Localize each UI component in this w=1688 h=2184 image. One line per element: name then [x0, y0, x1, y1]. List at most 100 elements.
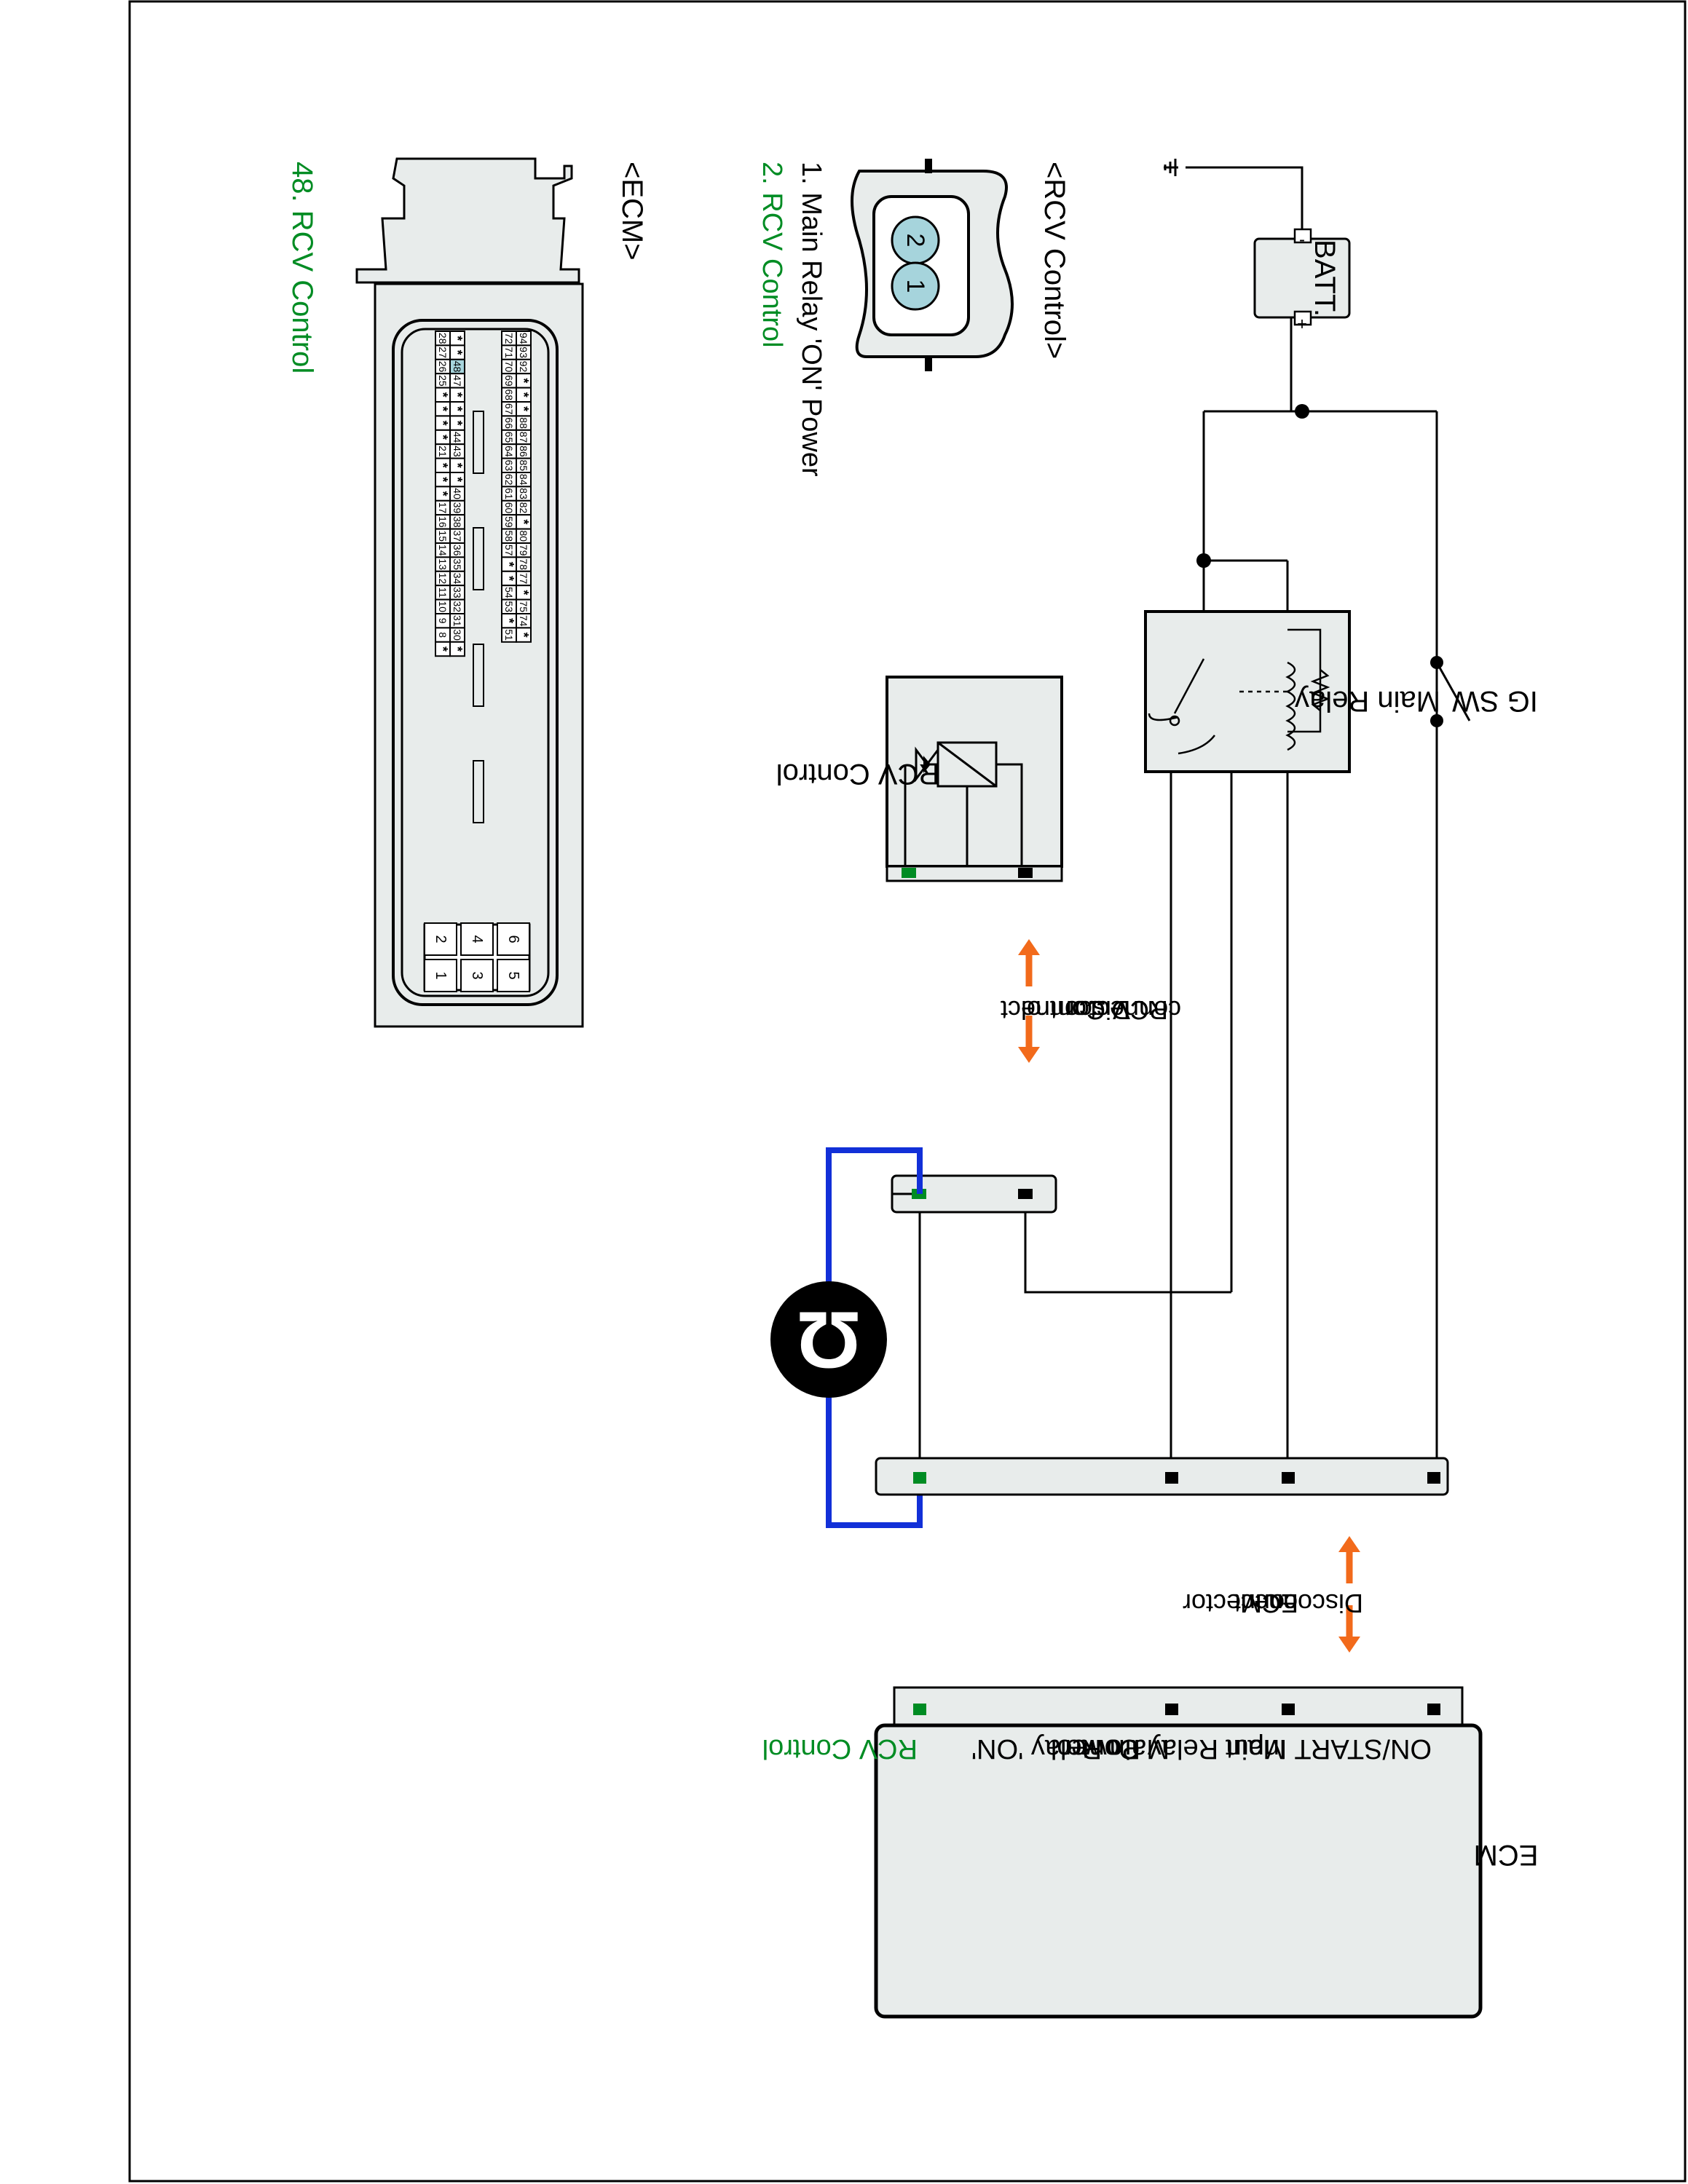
- rcv-connector-face: [851, 159, 1014, 371]
- ecm-pin-label: 26: [437, 361, 449, 373]
- ecm-pin-label: 57: [503, 545, 515, 556]
- ecm-connector-title: <ECM>: [616, 162, 648, 261]
- ecm-pin-label: 8: [437, 632, 449, 638]
- ecm-pin-label: 38: [451, 516, 463, 528]
- ecm-pin-label: *: [516, 590, 531, 595]
- ecm-pin-label: 47: [451, 375, 463, 387]
- ecm-pin-label: 30: [451, 629, 463, 641]
- ecm-power-pin-label: 2: [433, 935, 449, 943]
- ecm-pin-label: *: [435, 435, 450, 440]
- ecm-pin-label: 13: [437, 558, 449, 570]
- ecm-connector-face: [355, 157, 584, 1028]
- ecm-power-pin-label: 3: [469, 971, 485, 979]
- disconnect-ecm-line2: ECM: [1240, 1588, 1298, 1618]
- ecm-harness-connector: [875, 1457, 1449, 1496]
- ecm-pin-label: 48: [451, 361, 463, 373]
- ecm-power-pin-cell: [497, 959, 530, 992]
- ecm-pin-label: 63: [503, 460, 515, 472]
- ohm-symbol: Ω: [797, 1295, 861, 1385]
- ecm-pin-main-relay-on-line2: Power: [1062, 1733, 1140, 1764]
- ecm-pin-label: 37: [451, 531, 463, 542]
- rcv-pin-green: [902, 868, 916, 878]
- ecm-pin-label: *: [435, 477, 450, 482]
- ecm-pin-label: 25: [437, 375, 449, 387]
- ecm-pin-label: *: [502, 618, 516, 623]
- ecm-pin-label: *: [435, 463, 450, 468]
- ecm-pin-label: 84: [518, 474, 529, 486]
- ecm-pin-label: *: [450, 392, 465, 397]
- ecm-pin-label: 28: [437, 333, 449, 344]
- ecm-pin-label: 69: [503, 375, 515, 387]
- ecm-pin-label: 79: [518, 545, 529, 556]
- ecm-pin-label: 72: [503, 333, 515, 344]
- ecm-pin-label: 58: [503, 531, 515, 542]
- ecm-pin-rcv-control: RCV Control: [762, 1733, 918, 1764]
- rcv-connector-title: <RCV Control>: [1038, 162, 1070, 359]
- schematic: BATT. - + IG SW Main Relay: [762, 159, 1538, 2019]
- ecm-pin-label: *: [450, 421, 465, 426]
- ecm-pin-label: *: [435, 406, 450, 411]
- ecm-pin-label: *: [435, 392, 450, 397]
- main-relay: [1144, 610, 1351, 773]
- ecm-pin-label: 15: [437, 531, 449, 542]
- ecm-pin-main-relay-on-line1: Main Relay 'ON': [971, 1733, 1170, 1764]
- rcv-harness-connector: [891, 1174, 1057, 1214]
- ig-switch-label: IG SW: [1452, 685, 1538, 717]
- ecm-power-pin-cell: [497, 922, 530, 956]
- ecm-box: [874, 1686, 1483, 2019]
- ecm-pin-label: *: [502, 562, 516, 567]
- ecm-pin-label: *: [435, 646, 450, 652]
- ecm-pin-label: 82: [518, 502, 529, 514]
- ecm-pin-label: *: [516, 378, 531, 383]
- ecm-pin-label: 39: [451, 502, 463, 514]
- ecm-pin-label: *: [516, 519, 531, 524]
- ecm-pin-label: *: [435, 491, 450, 496]
- ecm-pin-label: *: [516, 406, 531, 411]
- ecm-power-pin-label: 6: [505, 935, 521, 943]
- battery-neg-sign: -: [1299, 232, 1305, 251]
- ecm-pin-label: 86: [518, 446, 529, 457]
- ecm-pin-label: 14: [437, 545, 449, 556]
- ecm-pin-label: 12: [437, 573, 449, 585]
- ecm-pin-label: 17: [437, 502, 449, 514]
- ecm-pin-label: 54: [503, 587, 515, 598]
- ecm-pin-label: 34: [451, 573, 463, 585]
- ig-switch: [1435, 662, 1471, 721]
- ecm-pin-label: 9: [437, 618, 449, 624]
- rcv-pin-label-1: 1: [902, 280, 929, 293]
- ecm-pin-label: 51: [503, 629, 515, 641]
- ecm-pin-label: 40: [451, 488, 463, 499]
- ecm-pin-label: 59: [503, 516, 515, 528]
- ecm-pin-label: 87: [518, 432, 529, 443]
- ecm-pin-label: 88: [518, 417, 529, 429]
- ecm-connector-highlight: 48. RCV Control: [286, 162, 318, 373]
- ecm-power-pin-label: 4: [469, 935, 485, 943]
- ecm-pin-label: *: [450, 477, 465, 482]
- ecm-pin-label: 60: [503, 502, 515, 514]
- ecm-pin-label: 21: [437, 446, 449, 457]
- ecm-pin-cell: [501, 627, 517, 643]
- disconnect-ecm-arrows: [1338, 1536, 1360, 1653]
- ecm-pin-label: 32: [451, 601, 463, 613]
- rcv-component-label: RCV Control: [776, 758, 940, 790]
- ecm-pin-label: 66: [503, 417, 515, 429]
- ecm-pin-label: 53: [503, 601, 515, 613]
- ecm-pin-label: 36: [451, 545, 463, 556]
- ecm-pin-label: 85: [518, 460, 529, 472]
- ecm-pin-label: 31: [451, 615, 463, 627]
- disconnect-rcv-line3: connector: [1066, 995, 1181, 1025]
- ecm-pin-grid: 949392***88878685848382*80797877*7574*72…: [435, 331, 532, 657]
- ecm-pin-label: 70: [503, 361, 515, 373]
- ecm-pin-label: 62: [503, 474, 515, 486]
- ecm-pin-cell: [435, 641, 451, 657]
- ecm-pin-label: 83: [518, 488, 529, 499]
- ecm-pin-label: 11: [437, 587, 449, 598]
- ecm-pin-label: 27: [437, 347, 449, 358]
- ecm-pin-label: 65: [503, 432, 515, 443]
- ecm-pin-label: 35: [451, 558, 463, 570]
- ecm-power-pin-cell: [424, 959, 457, 992]
- ecm-pin-label: *: [450, 463, 465, 468]
- ecm-pin-label: *: [435, 421, 450, 426]
- ecm-pin-label: *: [450, 350, 465, 355]
